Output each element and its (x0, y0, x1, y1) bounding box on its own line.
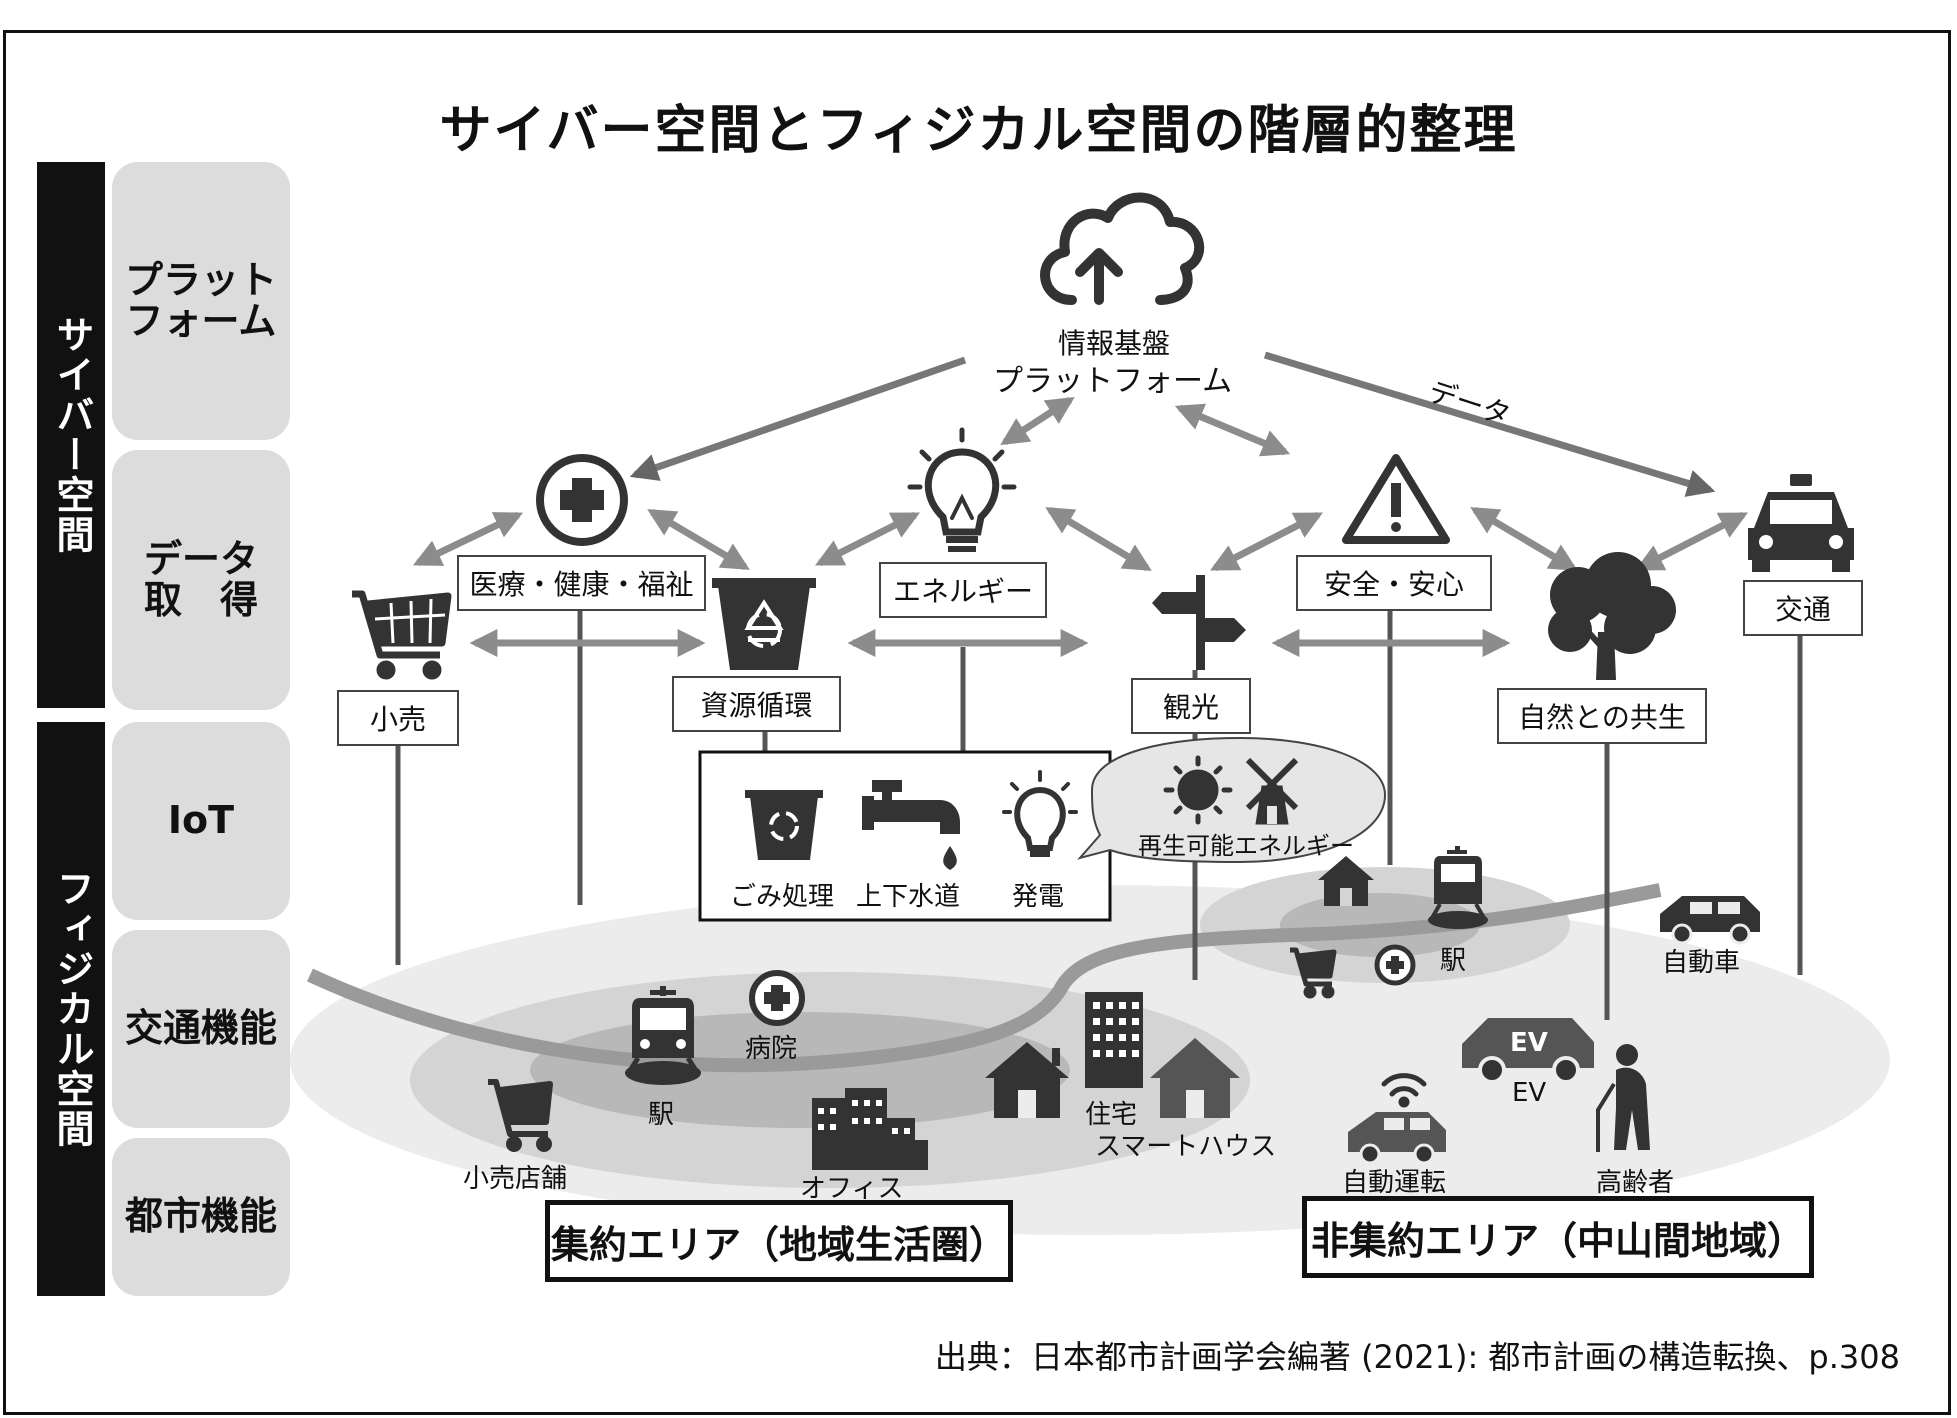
signpost-icon (1152, 575, 1246, 670)
light-bulb-icon (907, 427, 1017, 552)
iot-renewable-label: 再生可能エネルギー (1138, 832, 1354, 860)
category-retail: 小売 (337, 690, 459, 746)
category-tourism: 観光 (1131, 678, 1251, 734)
ev-car-icon (1462, 1018, 1594, 1084)
tree-icon (1548, 552, 1676, 680)
rural-train-icon (1430, 846, 1486, 919)
station-label: 駅 (648, 1100, 675, 1130)
rural-station-shadow (1428, 911, 1488, 929)
platform-title-line2: プラットフォーム (993, 364, 1233, 399)
office-label: オフィス (800, 1174, 904, 1204)
elderly-person-icon (1596, 1044, 1650, 1152)
ev-badge-text: EV (1510, 1028, 1548, 1058)
car-label: 自動車 (1662, 948, 1741, 978)
warning-icon (1342, 454, 1450, 544)
smart-house-icon (1150, 1038, 1240, 1118)
renewable-bubble (1077, 736, 1387, 864)
source-citation: 出典：日本都市計画学会編著 (2021): 都市計画の構造転換、p.308 (934, 1338, 1900, 1376)
elderly-label: 高齢者 (1596, 1168, 1675, 1198)
faucet-icon (862, 780, 960, 870)
layer-iot: IoT (112, 722, 290, 920)
office-building-icon (812, 1088, 928, 1170)
medical-cross-icon (536, 454, 628, 546)
rural-clinic-icon (1374, 944, 1416, 986)
housing-label: 住宅 (1085, 1100, 1138, 1130)
house-icon (985, 1042, 1069, 1118)
ev-label: EV (1512, 1078, 1547, 1108)
windmill-icon (1245, 757, 1299, 825)
platform-title-line1: 情報基盤 (1058, 327, 1171, 360)
physical-space-label: フィジカル空間 (49, 869, 94, 1149)
sun-icon (1163, 755, 1233, 825)
layer-urban: 都市機能 (112, 1138, 290, 1296)
autonomous-label: 自動運転 (1342, 1168, 1447, 1198)
category-nature: 自然との共生 (1497, 688, 1707, 744)
smart-house-label: スマートハウス (1095, 1132, 1277, 1162)
iot-garbage-label: ごみ処理 (730, 882, 835, 912)
station-shadow (625, 1061, 701, 1085)
hospital-icon (749, 970, 805, 1026)
iot-power-label: 発電 (1012, 882, 1065, 912)
autonomous-car-icon (1348, 1112, 1446, 1165)
garbage-bin-icon (745, 790, 823, 860)
layer-transport: 交通機能 (112, 930, 290, 1128)
cloud-upload-icon (1040, 192, 1205, 305)
data-arrows (412, 351, 1748, 657)
power-bulb-icon (1002, 770, 1078, 857)
category-medical: 医療・健康・福祉 (457, 555, 706, 611)
retail-store-label: 小売店舗 (463, 1164, 568, 1194)
train-icon (625, 986, 701, 1076)
rural-house-icon (1318, 856, 1374, 906)
non-compact-area-label: 非集約エリア（中山間地域） (1302, 1196, 1814, 1278)
store-cart-icon (488, 1079, 553, 1152)
rural-station-label: 駅 (1440, 946, 1467, 976)
layer-platform: プラット フォーム (112, 162, 290, 440)
layer-data-acquisition: データ 取 得 (112, 450, 290, 710)
category-safety: 安全・安心 (1296, 555, 1492, 611)
shopping-cart-icon (352, 590, 452, 680)
cyber-space-label: サイバー空間 (49, 315, 94, 555)
page-title: サイバー空間とフィジカル空間の階層的整理 (439, 101, 1518, 161)
figure-frame (3, 30, 1951, 1415)
taxi-icon (1748, 474, 1854, 572)
physical-space-bar: フィジカル空間 (37, 722, 105, 1296)
apartment-tower-icon (1085, 992, 1143, 1088)
category-energy: エネルギー (879, 562, 1047, 618)
compact-area-label: 集約エリア（地域生活圏） (545, 1200, 1013, 1282)
hospital-label: 病院 (745, 1034, 798, 1064)
category-recycle: 資源循環 (672, 676, 841, 732)
iot-water-label: 上下水道 (856, 882, 961, 912)
category-traffic: 交通 (1743, 580, 1863, 636)
recycle-bin-icon (712, 578, 816, 670)
car-icon (1660, 896, 1760, 945)
wifi-icon (1381, 1073, 1427, 1108)
cyber-space-bar: サイバー空間 (37, 162, 105, 708)
rural-cart-icon (1290, 947, 1337, 999)
